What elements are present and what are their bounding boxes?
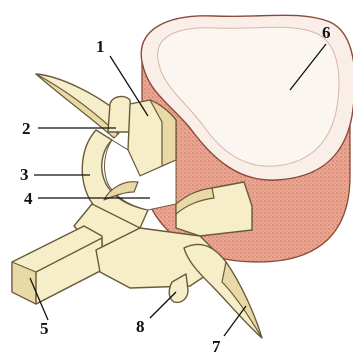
label-3: 3 bbox=[20, 165, 29, 184]
label-2: 2 bbox=[22, 119, 31, 138]
label-4: 4 bbox=[24, 189, 33, 208]
label-7: 7 bbox=[212, 337, 221, 354]
label-1: 1 bbox=[96, 37, 105, 56]
leader-line-8 bbox=[150, 292, 176, 318]
label-6: 6 bbox=[322, 23, 331, 42]
label-8: 8 bbox=[136, 317, 145, 336]
label-5: 5 bbox=[40, 319, 49, 338]
transverse-process bbox=[12, 226, 102, 304]
